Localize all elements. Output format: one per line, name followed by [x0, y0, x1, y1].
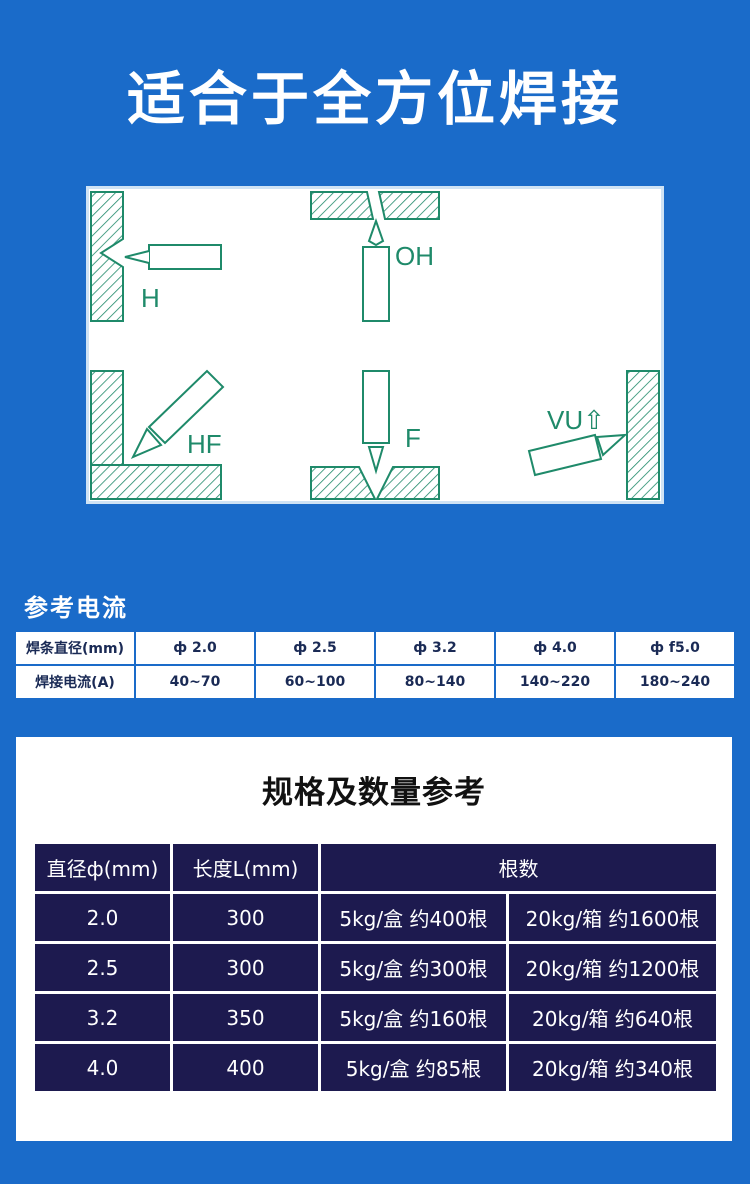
header-length: 长度L(mm) — [170, 841, 321, 894]
current-section-label: 参考电流 — [24, 594, 128, 622]
table-cell: 20kg/箱 约340根 — [506, 1041, 719, 1094]
f-tip — [367, 446, 385, 475]
table-row: 焊条直径(mm) ф 2.0 ф 2.5 ф 3.2 ф 4.0 ф f5.0 — [14, 630, 736, 666]
vu-plate — [626, 370, 660, 500]
oh-plate-left — [310, 191, 375, 220]
table-cell: 5kg/盒 约85根 — [318, 1041, 509, 1094]
table-cell: 40~70 — [134, 664, 256, 700]
table-cell: 350 — [170, 991, 321, 1044]
table-cell: 20kg/箱 约1600根 — [506, 891, 719, 944]
table-row: 2.5 300 5kg/盒 约300根 20kg/箱 约1200根 — [32, 941, 719, 994]
table-cell: 80~140 — [374, 664, 496, 700]
hf-plate-vertical — [90, 370, 124, 466]
f-plate-left — [310, 466, 377, 500]
table-row: 焊接电流(A) 40~70 60~100 80~140 140~220 180~… — [14, 664, 736, 700]
table-cell: 60~100 — [254, 664, 376, 700]
table-cell: 5kg/盒 约300根 — [318, 941, 509, 994]
table-cell: 180~240 — [614, 664, 736, 700]
oh-plate-right — [377, 191, 440, 220]
header-diameter: 直径ф(mm) — [32, 841, 173, 894]
table-cell: ф 2.5 — [254, 630, 376, 666]
current-table: 焊条直径(mm) ф 2.0 ф 2.5 ф 3.2 ф 4.0 ф f5.0 … — [14, 630, 736, 700]
table-cell: 2.5 — [32, 941, 173, 994]
label-hf: HF — [187, 429, 222, 459]
table-cell: 3.2 — [32, 991, 173, 1044]
table-cell: 5kg/盒 约160根 — [318, 991, 509, 1044]
vu-tip — [595, 433, 628, 457]
table-cell: 140~220 — [494, 664, 616, 700]
current-row-head: 焊接电流(A) — [14, 664, 136, 700]
welding-diagram-svg: H OH HF F VU⇧ — [90, 191, 660, 500]
table-cell: ф 2.0 — [134, 630, 256, 666]
label-vu: VU⇧ — [547, 405, 605, 435]
hf-tip — [130, 427, 163, 459]
spec-title: 规格及数量参考 — [262, 775, 486, 811]
table-cell: 2.0 — [32, 891, 173, 944]
header-count: 根数 — [318, 841, 719, 894]
table-cell: 300 — [170, 891, 321, 944]
h-electrode — [148, 244, 222, 270]
f-plate-right — [375, 466, 440, 500]
table-row: 3.2 350 5kg/盒 约160根 20kg/箱 约640根 — [32, 991, 719, 1044]
h-tip — [124, 250, 150, 264]
table-cell: ф 3.2 — [374, 630, 496, 666]
h-plate — [90, 191, 124, 322]
table-cell: 5kg/盒 约400根 — [318, 891, 509, 944]
hf-plate-horizontal — [90, 464, 222, 500]
label-h: H — [141, 283, 160, 313]
table-row: 4.0 400 5kg/盒 约85根 20kg/箱 约340根 — [32, 1041, 719, 1094]
oh-tip — [367, 217, 385, 247]
label-f: F — [405, 423, 421, 453]
table-cell: 20kg/箱 约640根 — [506, 991, 719, 1044]
table-cell: 300 — [170, 941, 321, 994]
welding-position-diagram: H OH HF F VU⇧ — [86, 186, 664, 504]
table-row: 2.0 300 5kg/盒 约400根 20kg/箱 约1600根 — [32, 891, 719, 944]
page-title: 适合于全方位焊接 — [126, 65, 623, 133]
oh-electrode — [362, 246, 390, 322]
table-cell: 20kg/箱 约1200根 — [506, 941, 719, 994]
vu-electrode — [527, 433, 603, 477]
spec-card: 规格及数量参考 直径ф(mm) 长度L(mm) 根数 2.0 300 5kg/盒… — [16, 737, 732, 1141]
f-electrode — [362, 370, 390, 444]
spec-header-row: 直径ф(mm) 长度L(mm) 根数 — [32, 841, 719, 894]
table-cell: 4.0 — [32, 1041, 173, 1094]
table-cell: ф f5.0 — [614, 630, 736, 666]
current-row-head: 焊条直径(mm) — [14, 630, 136, 666]
table-cell: ф 4.0 — [494, 630, 616, 666]
label-oh: OH — [395, 241, 434, 271]
spec-table: 直径ф(mm) 长度L(mm) 根数 2.0 300 5kg/盒 约400根 2… — [32, 841, 719, 1094]
table-cell: 400 — [170, 1041, 321, 1094]
hf-electrode — [147, 369, 225, 445]
